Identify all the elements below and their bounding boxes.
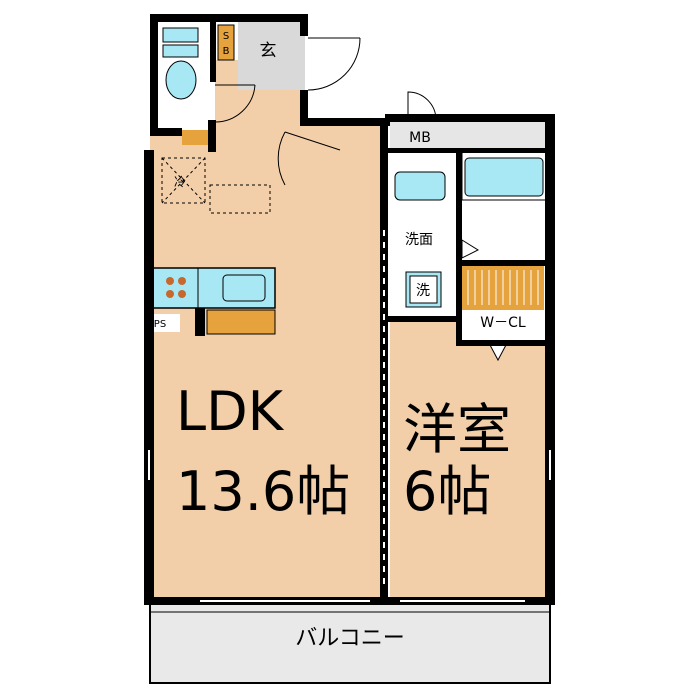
- toilet-door: [214, 84, 256, 123]
- wcl-hangers: [467, 270, 539, 305]
- windows: [148, 450, 551, 602]
- fridge-label: 冷: [174, 175, 186, 189]
- ldk-label: LDK: [176, 380, 285, 443]
- mb-floor: [390, 120, 460, 150]
- western-room-label: 洋室: [403, 398, 511, 461]
- shoebox-b: B: [223, 46, 230, 57]
- ldk-door: [277, 131, 341, 186]
- bathtub-icon: [464, 157, 544, 197]
- toilet-icon: [162, 27, 199, 100]
- ps-label: PS: [154, 319, 166, 330]
- balcony-label: バルコニー: [295, 626, 405, 651]
- top-right-strip: [460, 120, 545, 150]
- front-door: [307, 37, 361, 91]
- wcl-label: W－CL: [480, 315, 526, 331]
- washer-label: 洗: [416, 283, 430, 299]
- washbasin-icon: [394, 171, 446, 201]
- washroom-label: 洗面: [405, 232, 433, 248]
- western-floor: [390, 320, 550, 600]
- balcony: [149, 602, 551, 684]
- shoebox: [217, 24, 235, 61]
- entrance-label: 玄: [260, 41, 277, 61]
- cabinet-outline: [209, 184, 271, 214]
- kitchen-counter: [152, 267, 276, 309]
- mb-label: MB: [409, 130, 431, 146]
- fridge-space: [161, 157, 206, 204]
- ldk-size-label: 13.6帖: [176, 460, 350, 523]
- ps-box: [150, 314, 180, 332]
- western-room-size-label: 6帖: [403, 460, 491, 523]
- entrance-floor: [238, 20, 305, 90]
- kitchen-back-counter: [206, 309, 276, 335]
- stove-icon: [166, 277, 186, 298]
- shoebox-s: S: [223, 31, 229, 42]
- toilet-sink-icon: [182, 130, 210, 145]
